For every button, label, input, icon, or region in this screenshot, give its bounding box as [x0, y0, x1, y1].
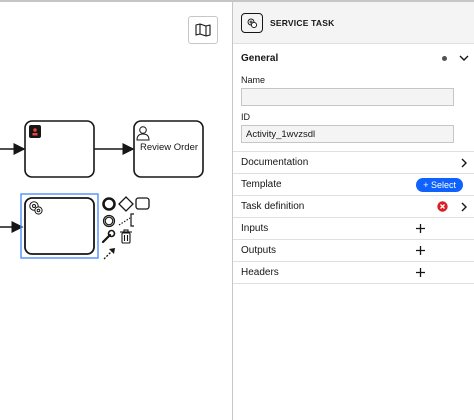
- inputs-group-header[interactable]: Inputs: [233, 218, 474, 240]
- connect-arrow-icon[interactable]: [103, 248, 115, 260]
- append-task-icon[interactable]: [135, 197, 150, 210]
- add-output-plus-icon[interactable]: [415, 245, 426, 256]
- add-header-plus-icon[interactable]: [415, 267, 426, 278]
- headers-label: Headers: [241, 267, 279, 278]
- diagram-svg: [0, 120, 204, 260]
- task-review-order[interactable]: [133, 120, 204, 178]
- headers-group-header[interactable]: Headers: [233, 262, 474, 284]
- chevron-right-icon[interactable]: [460, 158, 468, 168]
- inputs-label: Inputs: [241, 223, 269, 234]
- outputs-group-header[interactable]: Outputs: [233, 240, 474, 262]
- chevron-right-icon[interactable]: [460, 202, 468, 212]
- add-input-plus-icon[interactable]: [415, 223, 426, 234]
- service-task-icon: [241, 12, 263, 33]
- general-group-title: General: [241, 52, 279, 64]
- append-intermediate-event-icon[interactable]: [102, 214, 116, 228]
- documentation-group-header[interactable]: Documentation: [233, 152, 474, 174]
- task-definition-label: Task definition: [241, 201, 305, 212]
- name-field-label: Name: [241, 75, 266, 85]
- wrench-icon[interactable]: [101, 229, 116, 244]
- append-gateway-icon[interactable]: [118, 196, 134, 212]
- general-group-header[interactable]: General: [233, 47, 474, 69]
- delete-icon[interactable]: [120, 229, 132, 244]
- properties-panel: SERVICE TASK General Name ID Activity_1w…: [232, 2, 474, 420]
- map-icon: [195, 23, 211, 37]
- documentation-label: Documentation: [241, 157, 309, 168]
- panel-header-title: SERVICE TASK: [270, 17, 335, 28]
- top-border: [0, 0, 474, 2]
- id-field[interactable]: Activity_1wvzsdl: [241, 125, 454, 143]
- user-task-icon: [136, 126, 150, 141]
- general-group: General Name ID Activity_1wvzsdl: [233, 47, 474, 152]
- service-task-gear-icon: [29, 201, 43, 215]
- task-definition-group-header[interactable]: Task definition: [233, 196, 474, 218]
- task-review-order-label: Review Order: [139, 142, 199, 153]
- script-task-icon: [29, 125, 41, 138]
- name-field[interactable]: [241, 88, 454, 106]
- context-pad: [101, 196, 150, 260]
- text-annotation-icon[interactable]: [118, 213, 134, 227]
- panel-header: SERVICE TASK: [233, 2, 474, 44]
- error-icon: [437, 201, 448, 212]
- data-marker-dot: [442, 56, 447, 61]
- template-label: Template: [241, 179, 282, 190]
- service-task-selected[interactable]: [20, 193, 99, 259]
- task-upper[interactable]: [24, 120, 95, 178]
- id-field-label: ID: [241, 112, 250, 122]
- minimap-toggle-button[interactable]: [188, 16, 218, 44]
- chevron-down-icon[interactable]: [459, 54, 469, 62]
- template-group-header[interactable]: Template + Select: [233, 174, 474, 196]
- template-select-button[interactable]: + Select: [416, 178, 463, 192]
- outputs-label: Outputs: [241, 245, 277, 256]
- bpmn-canvas[interactable]: Review Order: [0, 2, 232, 420]
- append-end-event-icon[interactable]: [102, 197, 116, 211]
